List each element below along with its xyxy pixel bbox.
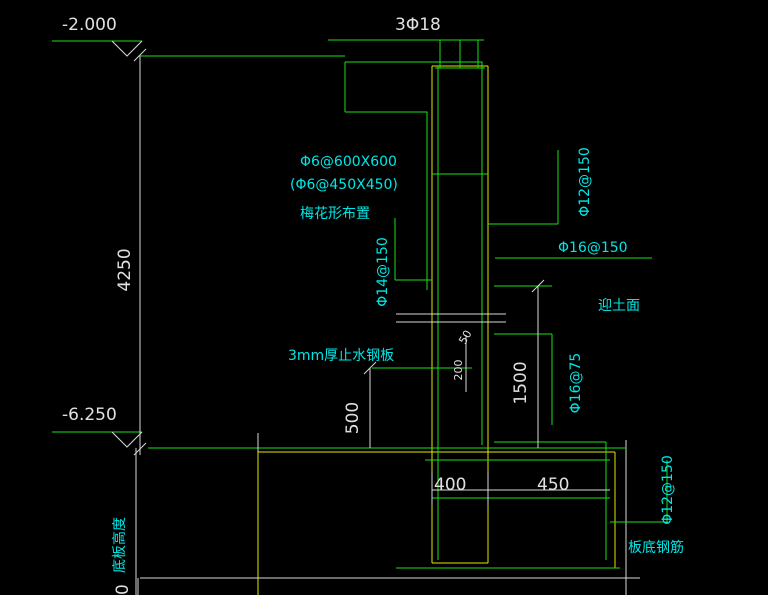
level-top-label: -2.000 xyxy=(62,15,117,35)
dimension-500: 500 xyxy=(343,361,377,448)
angle-50-label: 50 xyxy=(456,328,474,347)
tie-rebar-label-1: Φ6@600X600 xyxy=(300,154,397,170)
dim-1500-label: 1500 xyxy=(511,361,531,404)
level-mark-top: -2.000 xyxy=(52,15,143,57)
slab-top-rebar-label: Φ16@75 xyxy=(568,353,584,414)
water-stop-label: 3mm厚止水钢板 xyxy=(288,348,394,364)
slab-bottom-note-label: 板底钢筋 xyxy=(628,539,684,556)
earth-face-label: 迎土面 xyxy=(598,298,640,314)
level-mark-bottom: -6.250 xyxy=(52,405,143,448)
base-elevation-label: 底板高度 xyxy=(111,517,128,573)
water-stop-annotation: 200 50 3mm厚止水钢板 xyxy=(288,328,475,392)
slab-bottom-rebar-label: Φ12@150 xyxy=(660,455,676,525)
level-bottom-label: -6.250 xyxy=(62,405,117,425)
horizontal-rebar-label: Φ16@150 xyxy=(558,240,628,256)
dim-450-label: 450 xyxy=(537,475,569,495)
top-rebar-label: 3Φ18 xyxy=(395,15,441,35)
dimension-400-450: 400 450 xyxy=(431,472,610,505)
dimension-1500: 1500 xyxy=(511,279,545,448)
base-slab-outline xyxy=(137,433,640,595)
tie-rebar-label-2: (Φ6@450X450) xyxy=(290,177,398,193)
dim-4250-label: 4250 xyxy=(115,248,135,291)
cut-zero-label: 0 xyxy=(113,584,133,595)
tie-note-label: 梅花形布置 xyxy=(300,206,370,222)
dim-200-label: 200 xyxy=(452,360,465,381)
base-elevation-dimension: 底板高度 0 xyxy=(111,448,137,595)
outer-vertical-rebar-label: Φ12@150 xyxy=(577,147,593,217)
dim-400-label: 400 xyxy=(434,475,466,495)
dim-500-label: 500 xyxy=(343,402,363,434)
vertical-left-rebar-label: Φ14@150 xyxy=(375,237,391,307)
dimension-4250: 4250 xyxy=(115,48,345,456)
rebar-cage xyxy=(328,39,668,560)
